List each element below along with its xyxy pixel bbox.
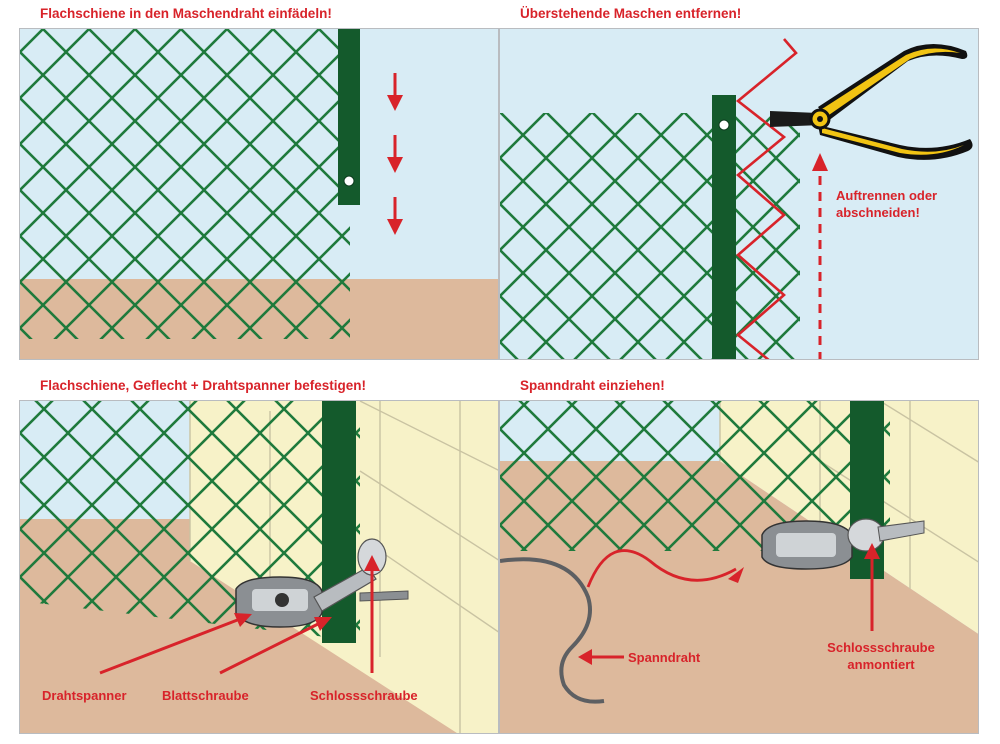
cut-label: Auftrennen oder abschneiden! bbox=[836, 188, 938, 220]
flat-bar bbox=[712, 95, 736, 359]
panel-step2: Auftrennen oder abschneiden! bbox=[499, 28, 979, 360]
pointer-arrows bbox=[578, 543, 880, 665]
tensioner-label: Drahtspanner bbox=[42, 688, 127, 703]
step1-caption: Flachschiene in den Maschendraht einfäde… bbox=[40, 6, 332, 21]
panel-step3: Drahtspanner Blattschraube Schlossschrau… bbox=[19, 400, 499, 734]
panel2-illustration bbox=[500, 29, 978, 359]
post bbox=[850, 401, 884, 579]
arrow-down-icon bbox=[387, 197, 403, 235]
pliers-icon bbox=[770, 44, 973, 160]
red-excess-wire bbox=[735, 38, 798, 359]
wire-tensioner-icon bbox=[761, 520, 853, 570]
panel1-illustration bbox=[20, 29, 498, 359]
flat-screw-label: Blattschraube bbox=[162, 688, 249, 703]
wire-tensioner-icon bbox=[235, 576, 323, 628]
arrow-up-icon bbox=[812, 153, 828, 359]
step3-caption: Flachschiene, Geflecht + Drahtspanner be… bbox=[40, 378, 366, 393]
panel4-illustration bbox=[500, 401, 978, 733]
pointer-arrows bbox=[99, 555, 380, 675]
chain-link-mesh bbox=[500, 113, 800, 359]
step4-caption: Spanndraht einziehen! bbox=[520, 378, 665, 393]
tension-wire-grey bbox=[500, 557, 605, 704]
wire-label: Spanndraht bbox=[628, 650, 701, 665]
panel-step1 bbox=[19, 28, 499, 360]
chain-link-mesh bbox=[500, 401, 890, 551]
arrow-down-icon bbox=[387, 135, 403, 173]
tension-wire-red bbox=[586, 549, 737, 588]
panel-step4: Spanndraht Schlossschraube anmontiert bbox=[499, 400, 979, 734]
chain-link-mesh bbox=[20, 29, 350, 339]
bar-hole bbox=[718, 119, 730, 131]
step2-caption: Überstehende Maschen entfernen! bbox=[520, 6, 742, 21]
bolt-icon bbox=[847, 518, 925, 552]
lock-mounted-label: Schlossschraube anmontiert bbox=[827, 640, 935, 672]
flat-bar bbox=[338, 29, 360, 205]
lock-screw-label: Schlossschraube bbox=[310, 688, 418, 703]
bar-hole bbox=[343, 175, 355, 187]
arrow-down-icon bbox=[387, 73, 403, 111]
panel3-illustration bbox=[20, 401, 498, 733]
